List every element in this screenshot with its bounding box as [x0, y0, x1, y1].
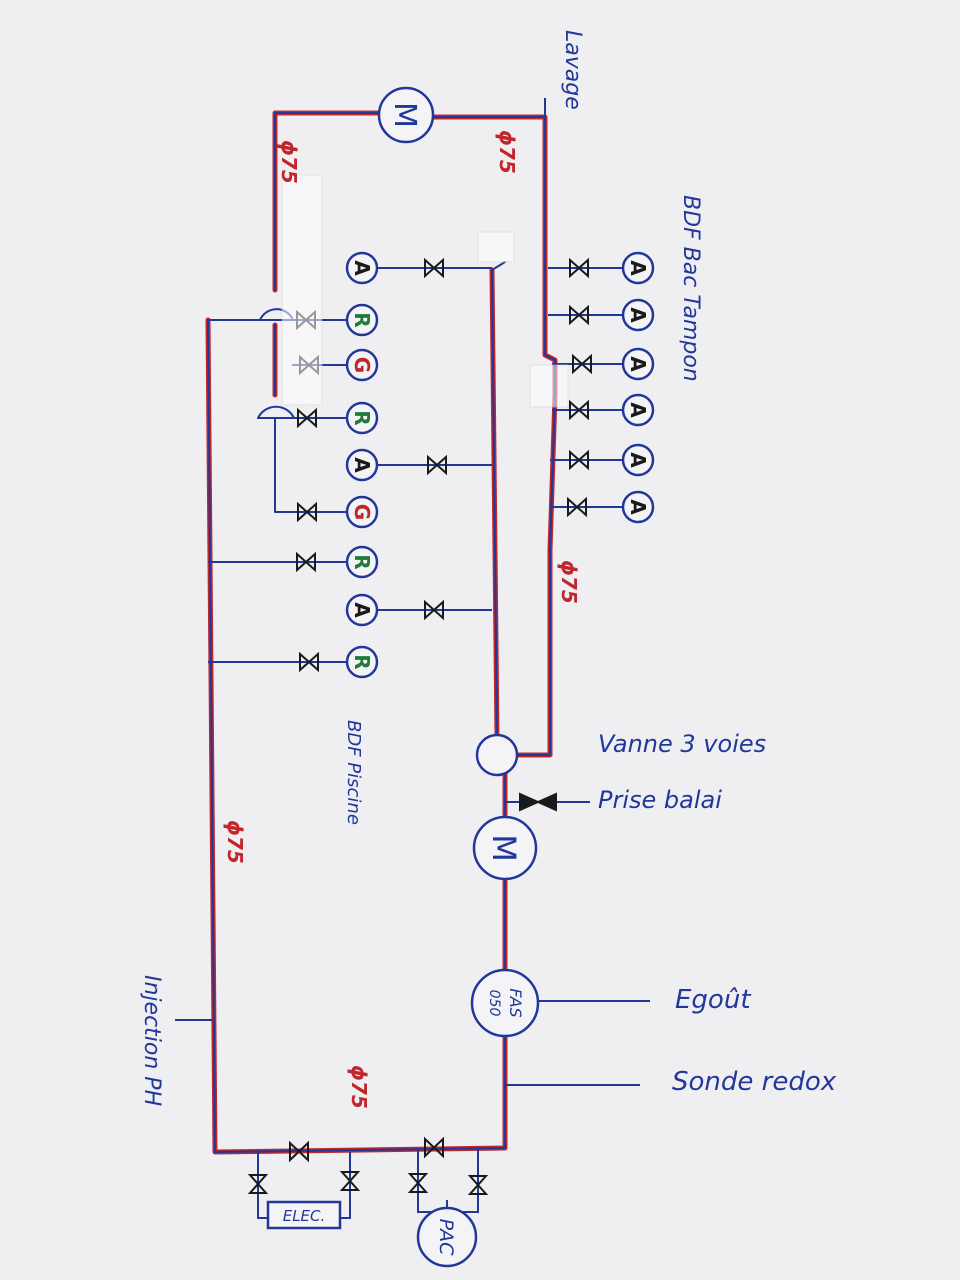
piscine-nozzles: A R G R A G R A R [345, 251, 379, 679]
diam-left-mid: ϕ75 [223, 820, 247, 864]
nozzle-type-label: G [350, 357, 374, 373]
valve-icon [424, 257, 444, 279]
nozzle-type-label: R [350, 554, 374, 569]
nozzle-type-label: A [626, 307, 650, 323]
valve-icon [424, 599, 444, 621]
valve-icon [467, 1175, 489, 1195]
vanne-3-voies-circle [475, 733, 519, 777]
tape-marks [281, 174, 569, 408]
diam-bottom: ϕ75 [347, 1065, 371, 1109]
nozzle-type-label: A [626, 499, 650, 515]
nozzle-circle [345, 251, 379, 285]
valve-icon [569, 449, 589, 471]
diam-right-mid: ϕ75 [557, 560, 581, 604]
label-injection-ph: Injection PH [139, 975, 164, 1106]
bac-tampon-nozzles: A A A A A A [621, 251, 655, 524]
valve-icon [569, 257, 589, 279]
nozzle-circle [621, 393, 655, 427]
valve-icon [424, 1136, 444, 1159]
nozzle-type-label: A [626, 260, 650, 276]
nozzle-circle [621, 347, 655, 381]
nozzle-circle [345, 593, 379, 627]
nozzle-type-label: A [626, 356, 650, 372]
nozzle-type-label: R [350, 410, 374, 425]
motor-label: M [387, 102, 422, 128]
filter-fas-050: FAS 050 [470, 968, 540, 1038]
nozzle-type-label: A [350, 457, 374, 473]
pump-motor-label: M [485, 834, 523, 862]
valve-icon [569, 304, 589, 326]
labels: Lavage BDF Bac Tampon BDF Piscine Vanne … [139, 30, 837, 1106]
nozzle-type-label: A [350, 260, 374, 276]
valve-icon [247, 1174, 269, 1194]
motor-top: M [377, 86, 435, 144]
pac-label: PAC [435, 1219, 457, 1257]
nozzle-circle [345, 448, 379, 482]
valve-icon [427, 454, 447, 476]
nozzle-circle [621, 298, 655, 332]
elec-box: ELEC. [266, 1200, 342, 1230]
valve-icon [339, 1171, 361, 1191]
nozzle-circle [345, 348, 379, 382]
nozzle-circle [621, 443, 655, 477]
label-lavage: Lavage [560, 30, 585, 110]
label-bdf-piscine: BDF Piscine [343, 720, 364, 825]
nozzle-type-label: G [350, 504, 374, 520]
nozzle-type-label: A [626, 402, 650, 418]
nozzle-circle [345, 495, 379, 529]
nozzle-circle [345, 545, 379, 579]
label-bdf-bac-tampon: BDF Bac Tampon [678, 195, 703, 382]
motor-pump: M [472, 815, 538, 881]
valve-icon [299, 651, 319, 673]
nozzle-circle [621, 251, 655, 285]
nozzle-circle [345, 645, 379, 679]
nozzle-type-label: A [350, 602, 374, 618]
valve-icon [519, 792, 557, 812]
pac-unit: PAC [416, 1206, 478, 1268]
nozzle-type-label: R [350, 312, 374, 327]
diameter-labels: ϕ75 ϕ75 ϕ75 ϕ75 ϕ75 [223, 130, 581, 1109]
label-egout: Egoût [675, 985, 751, 1015]
label-prise-balai: Prise balai [598, 786, 722, 814]
valve-icon [296, 551, 316, 573]
valve-icon [407, 1173, 429, 1193]
valve-icon [297, 407, 317, 429]
valve-icon [572, 353, 592, 375]
nozzle-circle [345, 401, 379, 435]
diam-top-left: ϕ75 [277, 140, 301, 184]
nozzle-circle [345, 303, 379, 337]
valve-icon [297, 501, 317, 523]
fas-label: FAS [506, 988, 525, 1017]
nozzle-type-label: R [350, 654, 374, 669]
diam-top-right: ϕ75 [495, 130, 519, 174]
branch-lines [175, 98, 650, 1228]
nozzle-type-label: A [626, 452, 650, 468]
nozzle-circle [621, 490, 655, 524]
valve-icon [289, 1140, 309, 1163]
label-sonde-redox: Sonde redox [672, 1067, 837, 1097]
fas-model: 050 [486, 990, 502, 1017]
valves [247, 257, 592, 1195]
elec-label: ELEC. [283, 1207, 326, 1225]
label-vanne-3-voies: Vanne 3 voies [598, 730, 766, 758]
valve-icon [569, 399, 589, 421]
valve-icon [567, 496, 587, 518]
